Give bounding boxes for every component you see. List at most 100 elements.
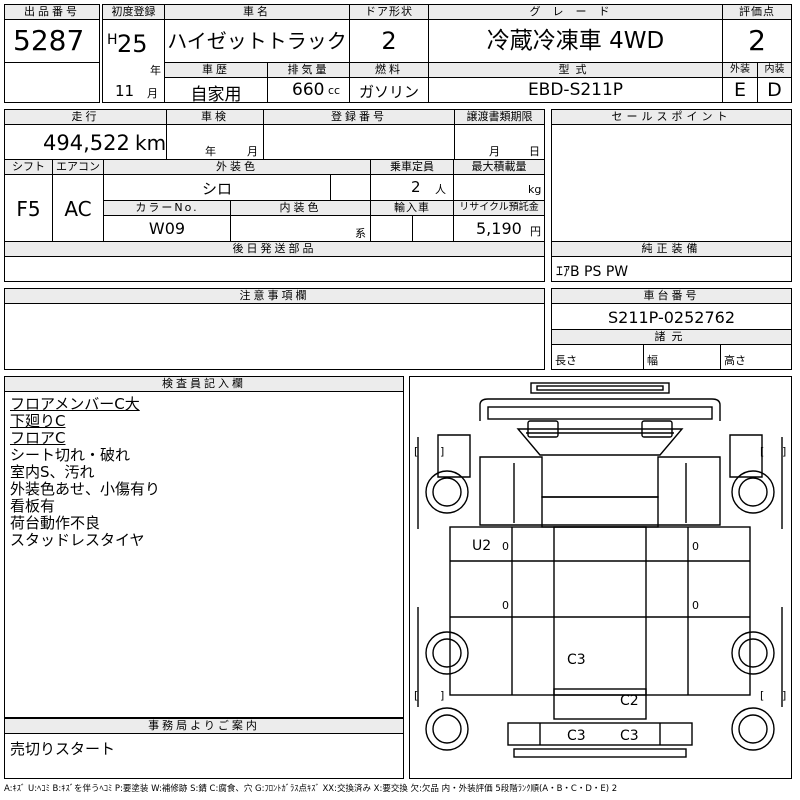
mark-zero-1: 0 (502, 540, 509, 553)
svg-text:]: ] (782, 445, 786, 458)
transfer-month-unit: 月 (489, 145, 500, 158)
later-parts-cell (4, 256, 545, 282)
svg-text:[: [ (414, 689, 418, 702)
car-name: ハイゼットトラック (167, 29, 347, 53)
exterior-grade: E (733, 79, 746, 101)
svg-text:[: [ (760, 445, 764, 458)
reg-no-header: 登録番号 (263, 109, 455, 125)
lot-header: 出品番号 (4, 4, 100, 20)
inspector-note-line: 看板有 (10, 497, 56, 515)
km-unit: km (135, 131, 167, 155)
displacement-header: 排気量 (267, 62, 350, 78)
notes-cell (4, 303, 545, 370)
fuel-cell: ガソリン (349, 77, 429, 103)
first-reg-cell: H 25 年 11 月 (102, 19, 165, 103)
recycle-header: リサイクル預託金 (453, 200, 545, 216)
reg-year-unit: 年 (150, 64, 161, 77)
svg-text:[: [ (414, 445, 418, 458)
inspector-note-line: フロアメンバーC大 (10, 395, 140, 413)
reg-no-cell (263, 124, 455, 160)
score-header: 評価点 (722, 4, 792, 20)
sales-point-cell (551, 124, 792, 242)
inspection-cell: 年 月 (166, 124, 264, 160)
svg-text:]: ] (440, 689, 444, 702)
max-load-header: 最大積載量 (453, 159, 545, 175)
first-reg-header: 初度登録 (102, 4, 165, 20)
mileage-value: 494,522 (43, 131, 130, 155)
ext-color-extra-cell (330, 174, 371, 201)
inspector-note-line: スタッドレスタイヤ (10, 531, 145, 549)
spec-length-label: 長さ (555, 354, 577, 367)
notes-header: 注意事項欄 (4, 288, 545, 304)
max-load-cell: kg (453, 174, 545, 201)
model-code-cell: EBD-S211P (428, 77, 723, 103)
spec-width-cell: 幅 (643, 344, 721, 370)
capacity-header: 乗車定員 (370, 159, 454, 175)
inspector-note-line: 室内S、汚れ (10, 463, 95, 481)
genuine-equip-value: ｴｱB PS PW (556, 264, 629, 280)
mark-c2: C2 (620, 693, 639, 709)
exterior-header: 外装 (722, 62, 758, 78)
score-value: 2 (748, 25, 766, 57)
mileage-cell: 494,522 km (4, 124, 167, 160)
inspector-note-line: フロアC (10, 429, 66, 447)
aircon-header: エアコン (52, 159, 104, 175)
score-cell: 2 (722, 19, 792, 63)
fuel-header: 燃料 (349, 62, 429, 78)
mark-zero-2: 0 (692, 540, 699, 553)
mark-c3-bumper-right: C3 (620, 728, 639, 744)
import-header: 輸入車 (370, 200, 454, 216)
import-cell-a (370, 215, 413, 242)
shift-cell: F5 (4, 174, 53, 242)
history-header: 車歴 (164, 62, 268, 78)
displacement-cell: 660 cc (267, 77, 350, 103)
car-name-header: 車名 (164, 4, 350, 20)
history-value: 自家用 (190, 85, 242, 105)
spec-width-label: 幅 (647, 354, 658, 367)
grade-value: 冷蔵冷凍車 4WD (486, 28, 665, 54)
mark-zero-3: 0 (502, 599, 509, 612)
import-cell-b (412, 215, 454, 242)
car-diagram-svg: [ ] [ ] [ ] [ ] U2 0 0 0 0 C3 C2 C3 C3 (414, 382, 786, 758)
yen-unit: 円 (530, 225, 541, 238)
displacement-value: 660 (292, 80, 325, 100)
inspector-note-line: 荷台動作不良 (10, 514, 101, 532)
ext-color-header: 外装色 (103, 159, 371, 175)
shift-value: F5 (16, 197, 41, 221)
inspection-month-unit: 月 (247, 145, 258, 158)
inspector-header: 検査員記入欄 (4, 376, 404, 392)
chassis-no-cell: S211P-0252762 (551, 303, 792, 330)
grade-cell: 冷蔵冷凍車 4WD (428, 19, 723, 63)
int-color-header: 内装色 (230, 200, 371, 216)
lot-cell: 5287 (4, 19, 100, 63)
svg-text:[: [ (760, 689, 764, 702)
reg-year: 25 (117, 30, 148, 58)
sales-point-header: セールスポイント (551, 109, 792, 125)
reg-month: 11 (115, 82, 135, 100)
aircon-cell: AC (52, 174, 104, 242)
interior-header: 内装 (757, 62, 792, 78)
chassis-no-value: S211P-0252762 (607, 308, 736, 327)
inspector-note-line: 外装色あせ、小傷有り (10, 480, 161, 498)
color-no-cell: W09 (103, 215, 231, 242)
inspector-note-line: 下廻りC (10, 412, 66, 430)
aircon-value: AC (64, 197, 92, 221)
legend-text: A:ｷｽﾞ U:ﾍｺﾐ B:ｷｽﾞを伴うﾍｺﾐ P:要塗装 W:補修跡 S:錆 … (4, 784, 618, 794)
interior-grade: D (767, 79, 782, 101)
svg-text:]: ] (440, 445, 444, 458)
office-note: 売切りスタート (10, 740, 116, 758)
mileage-header: 走行 (4, 109, 167, 125)
office-cell: 売切りスタート (4, 733, 404, 779)
mark-zero-4: 0 (692, 599, 699, 612)
grade-header: グレード (428, 4, 723, 20)
int-color-cell: 系 (230, 215, 371, 242)
genuine-equip-header: 純正装備 (551, 241, 792, 257)
person-unit: 人 (435, 183, 446, 196)
shift-header: シフト (4, 159, 53, 175)
int-color-unit: 系 (355, 227, 366, 240)
specs-header: 諸元 (551, 329, 792, 345)
inspector-note-line: シート切れ・破れ (10, 446, 131, 464)
mark-c3-rear: C3 (567, 652, 586, 668)
